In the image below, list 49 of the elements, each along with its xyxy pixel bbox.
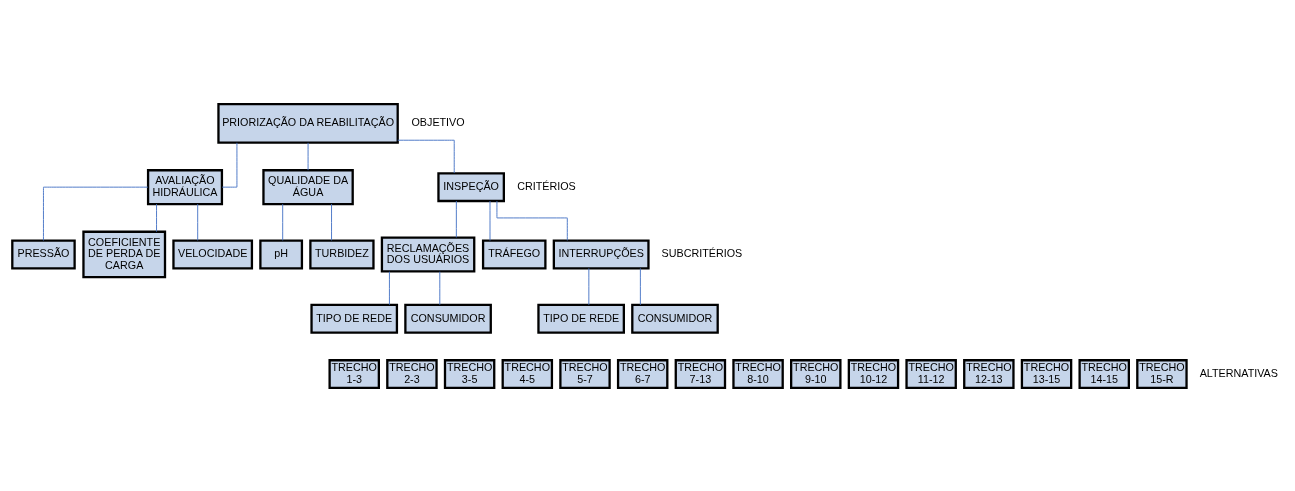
- connector: [639, 267, 641, 305]
- connector: [307, 141, 309, 171]
- node-box: TRECHO 8-10: [732, 358, 784, 389]
- node-box: TRECHO 15-R: [1136, 358, 1188, 389]
- node-box: TRECHO 13-15: [1020, 358, 1073, 389]
- node-box: PRIORIZAÇÃO DA REABILITAÇÃO: [217, 102, 399, 144]
- node-box: TRECHO 10-12: [847, 358, 900, 389]
- node-box: TIPO DE REDE: [537, 303, 625, 334]
- node-box: TRECHO 11-12: [905, 358, 957, 389]
- node-box: TRECHO 14-15: [1078, 358, 1130, 389]
- node-box: PRESSÃO: [11, 238, 76, 269]
- node-box: TRECHO 1-3: [328, 358, 380, 389]
- connector: [496, 200, 568, 241]
- label: ALTERNATIVAS: [1199, 366, 1278, 379]
- connector: [439, 270, 441, 305]
- node-box: TRECHO 4-5: [501, 358, 554, 389]
- connector: [489, 200, 491, 241]
- label: SUBCRITÉRIOS: [661, 246, 743, 259]
- connector: [282, 203, 284, 241]
- node-box: COEFICIENTE DE PERDA DE CARGA: [82, 230, 167, 278]
- connector: [331, 203, 332, 241]
- connector: [455, 200, 457, 238]
- node-box: TURBIDEZ: [309, 238, 375, 269]
- node-box: AVALIAÇÃO HIDRÁULICA: [146, 168, 224, 205]
- connector: [197, 203, 199, 241]
- node-box: TRECHO 9-10: [790, 358, 842, 389]
- node-box: TRECHO 2-3: [386, 358, 438, 389]
- node-box: QUALIDADE DA ÁGUA: [262, 168, 354, 205]
- node-box: TRECHO 12-13: [963, 358, 1015, 389]
- node-box: TRECHO 6-7: [616, 358, 669, 389]
- connector: [388, 270, 390, 305]
- node-box: TIPO DE REDE: [310, 303, 399, 334]
- connector: [397, 139, 455, 174]
- node-box: CONSUMIDOR: [404, 303, 492, 334]
- node-box: TRÁFEGO: [481, 238, 547, 269]
- node-box: RECLAMAÇÕES DOS USUÁRIOS: [380, 235, 476, 273]
- node-box: VELOCIDADE: [172, 238, 254, 269]
- label: CRITÉRIOS: [517, 179, 576, 192]
- node-box: INSPEÇÃO: [437, 171, 505, 202]
- connector: [588, 267, 590, 305]
- connector: [43, 186, 149, 241]
- label: OBJETIVO: [411, 115, 465, 128]
- node-box: CONSUMIDOR: [631, 303, 719, 334]
- node-box: TRECHO 5-7: [559, 358, 611, 389]
- connector: [156, 203, 157, 232]
- node-box: INTERRUPÇÕES: [552, 238, 650, 269]
- node-box: TRECHO 3-5: [443, 358, 496, 389]
- node-box: pH: [259, 238, 304, 269]
- node-box: TRECHO 7-13: [674, 358, 727, 389]
